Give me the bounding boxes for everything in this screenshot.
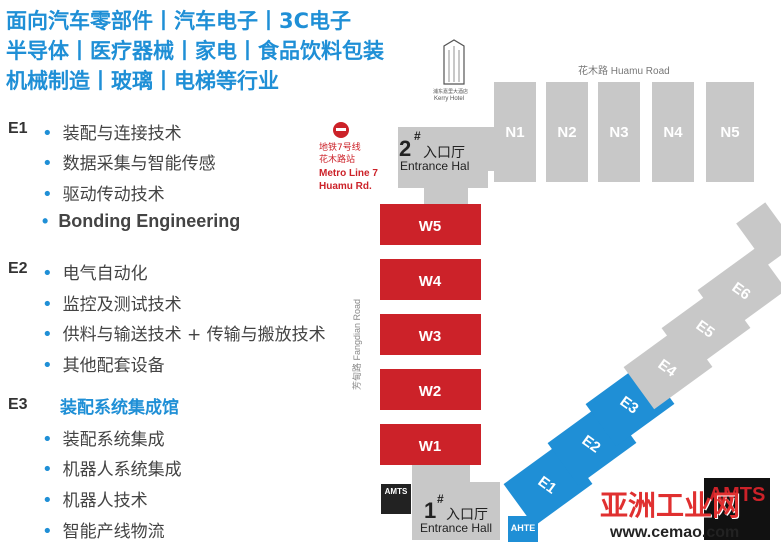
road-west-label: 芳甸路 Fangdian Road — [351, 299, 362, 390]
hall-n5-label: N5 — [720, 124, 739, 141]
zone-e1-item-2: •数据采集与智能传感 — [42, 153, 216, 174]
entrance-hall-1 — [412, 465, 500, 540]
metro-icon — [333, 122, 349, 138]
ahte-logo: AHTE — [508, 516, 538, 542]
hall-w4-label: W4 — [419, 273, 442, 290]
hall-w5-label: W5 — [419, 218, 442, 235]
industry-heading-2: 半导体丨医疗器械丨家电丨食品饮料包装 — [6, 39, 384, 63]
zone-code-e3: E3 — [8, 396, 28, 413]
hotel-name-cn: 浦东嘉里大酒店 — [433, 88, 468, 95]
hall-w2-label: W2 — [419, 383, 442, 400]
hall-w2[interactable] — [380, 369, 481, 410]
zone-e2-item-2: •监控及测试技术 — [42, 294, 182, 315]
entrance-1-cn: 入口厅 — [446, 507, 488, 523]
hall-w3-label: W3 — [419, 328, 442, 345]
zone-e3-title: 装配系统集成馆 — [60, 398, 179, 418]
watermark-url: www.cemao.com — [610, 524, 740, 541]
hall-n2-label: N2 — [557, 124, 576, 141]
metro-label-1: 地铁7号线 — [319, 141, 361, 153]
hall-n5[interactable] — [706, 82, 754, 182]
hall-w1-label: W1 — [419, 438, 442, 455]
east-halls: E1 E2 E3 E4 E5 E6 — [503, 202, 781, 527]
entrance-1-number: 1 — [424, 498, 436, 523]
building-icon — [443, 39, 465, 85]
watermark-text: 亚洲工业网 — [600, 489, 741, 522]
zone-code-e1: E1 — [8, 120, 28, 137]
industry-heading-1: 面向汽车零部件丨汽车电子丨3C电子 — [6, 9, 352, 33]
hall-n3-label: N3 — [609, 124, 628, 141]
hall-w1[interactable] — [380, 424, 481, 465]
metro-label-4: Huamu Rd. — [319, 181, 372, 192]
connector-north — [424, 188, 468, 204]
entrance-2-en: Entrance Hall — [400, 159, 472, 173]
hotel-name-en: Kerry Hotel — [434, 96, 464, 102]
west-halls: W5 W4 W3 W2 W1 — [380, 204, 481, 465]
entrance-1-hash: # — [437, 492, 444, 506]
road-north-label: 花木路 Huamu Road — [578, 64, 670, 77]
zone-e1-item-3: •驱动传动技术 — [42, 184, 165, 205]
hall-n1-label: N1 — [505, 124, 524, 141]
zone-code-e2: E2 — [8, 260, 28, 277]
hall-w3[interactable] — [380, 314, 481, 355]
amts-logo: AMTS — [381, 484, 411, 514]
entrance-2-cn: 入口厅 — [423, 145, 465, 161]
hall-n2[interactable] — [546, 82, 588, 182]
hall-n4-label: N4 — [663, 124, 683, 141]
zone-e3-item-2: •机器人系统集成 — [42, 459, 182, 480]
zone-e2-item-1: •电气自动化 — [42, 263, 148, 284]
north-halls: N1 N2 N3 N4 N5 — [494, 82, 754, 182]
connector-n1 — [470, 127, 498, 171]
metro-label-2: 花木路站 — [319, 153, 355, 165]
zone-e2-item-3: •供料与输送技术 + 传输与搬放技术 — [42, 324, 326, 345]
hall-n4[interactable] — [652, 82, 694, 182]
hall-n1[interactable] — [494, 82, 536, 182]
hall-w5[interactable] — [380, 204, 481, 245]
corner-amts-logo: AMTS — [704, 478, 770, 540]
entrance-2-hash: # — [414, 129, 421, 143]
zone-e1-item-1: •装配与连接技术 — [42, 123, 182, 144]
entrance-2-number: 2 — [399, 136, 411, 161]
zone-e3-item-3: •机器人技术 — [42, 490, 148, 511]
zone-e2-item-4: •其他配套设备 — [42, 355, 165, 376]
industry-heading-3: 机械制造丨玻璃丨电梯等行业 — [6, 69, 279, 93]
zone-e3-item-1: •装配系统集成 — [42, 429, 165, 450]
hall-n3[interactable] — [598, 82, 640, 182]
hall-e6[interactable] — [697, 247, 781, 333]
metro-label-3: Metro Line 7 — [319, 168, 378, 179]
entrance-hall-2 — [398, 127, 488, 188]
zone-e1-item-4: •Bonding Engineering — [42, 211, 241, 231]
zone-e3-item-4: •智能产线物流 — [42, 521, 165, 542]
entrance-1-en: Entrance Hall — [420, 521, 492, 535]
hall-w4[interactable] — [380, 259, 481, 300]
